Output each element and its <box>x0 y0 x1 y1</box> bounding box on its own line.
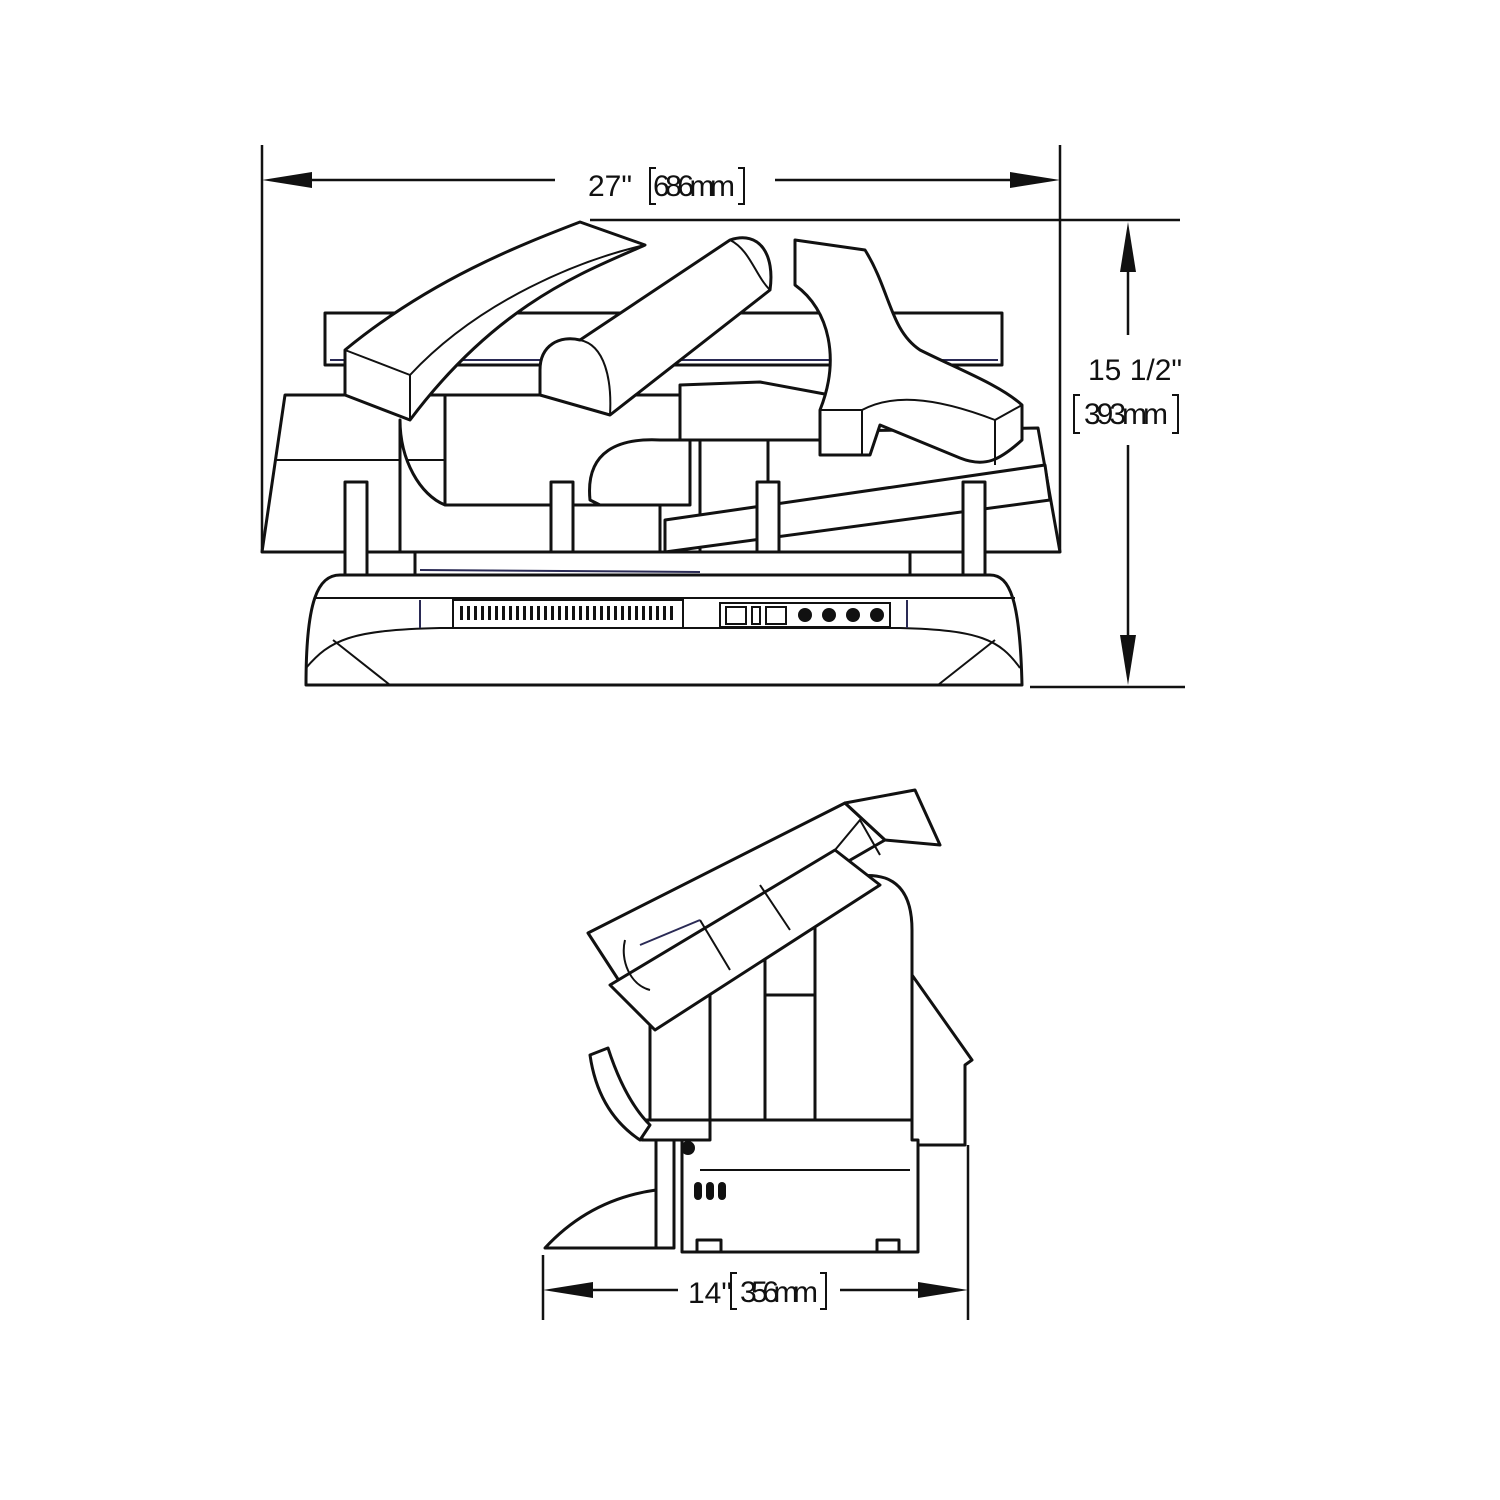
vent-slots <box>452 599 684 629</box>
control-panel <box>719 602 891 628</box>
power-switch[interactable] <box>725 606 747 625</box>
arrow-up-icon <box>1120 222 1136 272</box>
side-base-housing <box>680 1118 920 1254</box>
width-dimension: 27" 686mm <box>260 145 1062 552</box>
middle-log <box>678 380 832 442</box>
side-front-curve <box>543 1188 658 1250</box>
front-log-end <box>588 1046 652 1142</box>
depth-metric-label: 356mm <box>740 1276 818 1309</box>
height-metric-label: 393mm <box>1084 398 1168 431</box>
arrow-left-icon <box>543 1282 593 1298</box>
height-imperial-label: 15 1/2" <box>1088 354 1182 387</box>
indicator <box>751 606 761 625</box>
control-knob-icon[interactable] <box>798 608 812 622</box>
side-ledge <box>640 1118 712 1142</box>
rear-panel <box>910 973 974 1147</box>
control-knob-icon[interactable] <box>846 608 860 622</box>
depth-imperial-label: 14" <box>688 1277 732 1310</box>
lower-log-left <box>398 418 662 554</box>
arrow-right-icon <box>918 1282 968 1298</box>
control-knob-icon[interactable] <box>870 608 884 622</box>
bracket <box>730 1272 827 1310</box>
bracket <box>649 167 745 205</box>
side-vents <box>694 1182 726 1200</box>
round-log <box>538 236 773 417</box>
lower-log <box>608 848 882 1032</box>
tilted-logs <box>586 788 942 1032</box>
bracket <box>1073 394 1179 434</box>
arrow-left-icon <box>262 172 312 188</box>
forked-log <box>793 238 1024 464</box>
base-top-strip <box>413 550 912 577</box>
side-leg <box>654 1138 676 1250</box>
screw-icon <box>681 1141 695 1155</box>
front-view: 27" 686mm 15 1/2" 393mm <box>260 145 1185 689</box>
height-dimension: 15 1/2" 393mm <box>590 218 1185 689</box>
side-view: 14" 356mm <box>541 788 974 1320</box>
control-button[interactable] <box>765 606 787 625</box>
arrow-down-icon <box>1120 635 1136 685</box>
width-imperial-label: 27" <box>588 170 632 203</box>
control-knob-icon[interactable] <box>822 608 836 622</box>
width-metric-label: 686mm <box>653 170 735 203</box>
base-housing <box>304 573 1024 687</box>
arrow-right-icon <box>1010 172 1060 188</box>
upper-log-end <box>843 788 942 847</box>
depth-dimension: 14" 356mm <box>541 1145 970 1320</box>
